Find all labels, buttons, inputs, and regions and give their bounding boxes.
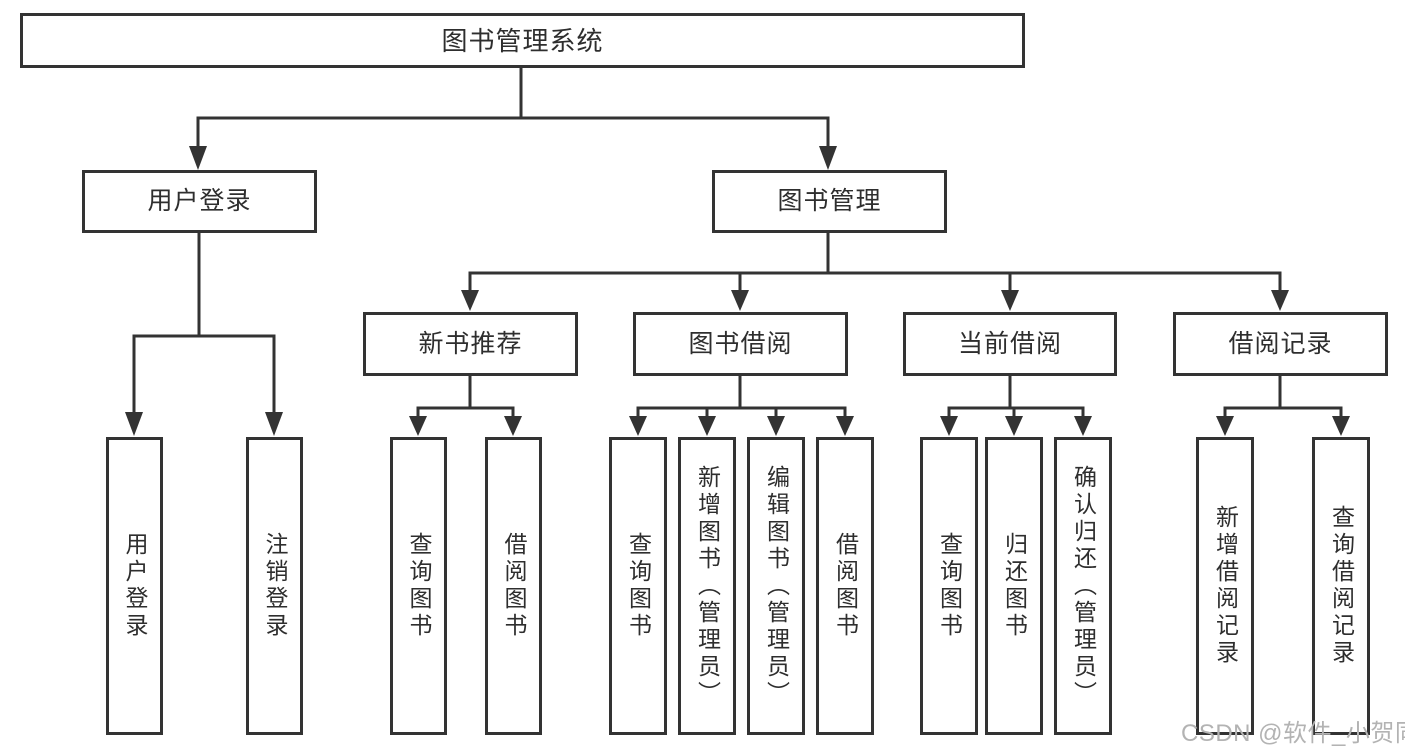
node-leaf-logout: 注销登录 <box>246 437 303 735</box>
arrowhead-icon <box>189 146 207 170</box>
arrowhead-icon <box>767 416 785 436</box>
node-leaf-confirm-return-admin: 确认归还（管理员） <box>1054 437 1112 735</box>
arrowhead-icon <box>836 416 854 436</box>
arrowhead-icon <box>1005 416 1023 436</box>
node-leaf-query-books-1: 查询图书 <box>390 437 447 735</box>
node-leaf-query-borrow-record: 查询借阅记录 <box>1312 437 1370 735</box>
arrowheads-group <box>125 146 1350 436</box>
arrowhead-icon <box>940 416 958 436</box>
arrowhead-icon <box>1216 416 1234 436</box>
node-leaf-user-login: 用户登录 <box>106 437 163 735</box>
arrowhead-icon <box>731 290 749 311</box>
arrowhead-icon <box>1074 416 1092 436</box>
arrowhead-icon <box>819 146 837 170</box>
node-current-borrowing: 当前借阅 <box>903 312 1117 376</box>
node-user-login-branch: 用户登录 <box>82 170 317 233</box>
arrowhead-icon <box>1001 290 1019 311</box>
node-leaf-add-books-admin: 新增图书（管理员） <box>678 437 736 735</box>
node-leaf-borrow-books-1: 借阅图书 <box>485 437 542 735</box>
csdn-watermark: CSDN @软件_小贺同学 <box>1181 720 1405 747</box>
node-book-management-branch: 图书管理 <box>712 170 947 233</box>
node-new-book-recommendation: 新书推荐 <box>363 312 578 376</box>
arrowhead-icon <box>698 416 716 436</box>
node-leaf-edit-books-admin: 编辑图书（管理员） <box>747 437 805 735</box>
node-book-borrowing: 图书借阅 <box>633 312 848 376</box>
arrowhead-icon <box>461 290 479 311</box>
node-leaf-query-books-2: 查询图书 <box>609 437 667 735</box>
arrowhead-icon <box>504 416 522 436</box>
node-leaf-query-books-3: 查询图书 <box>920 437 978 735</box>
node-leaf-borrow-books-2: 借阅图书 <box>816 437 874 735</box>
arrowhead-icon <box>1332 416 1350 436</box>
node-leaf-add-borrow-record: 新增借阅记录 <box>1196 437 1254 735</box>
arrowhead-icon <box>125 412 143 436</box>
arrowhead-icon <box>629 416 647 436</box>
arrowhead-icon <box>409 416 427 436</box>
arrowhead-icon <box>265 412 283 436</box>
arrowhead-icon <box>1271 290 1289 311</box>
node-library-management-system: 图书管理系统 <box>20 13 1025 68</box>
node-borrowing-records: 借阅记录 <box>1173 312 1388 376</box>
node-leaf-return-books: 归还图书 <box>985 437 1043 735</box>
